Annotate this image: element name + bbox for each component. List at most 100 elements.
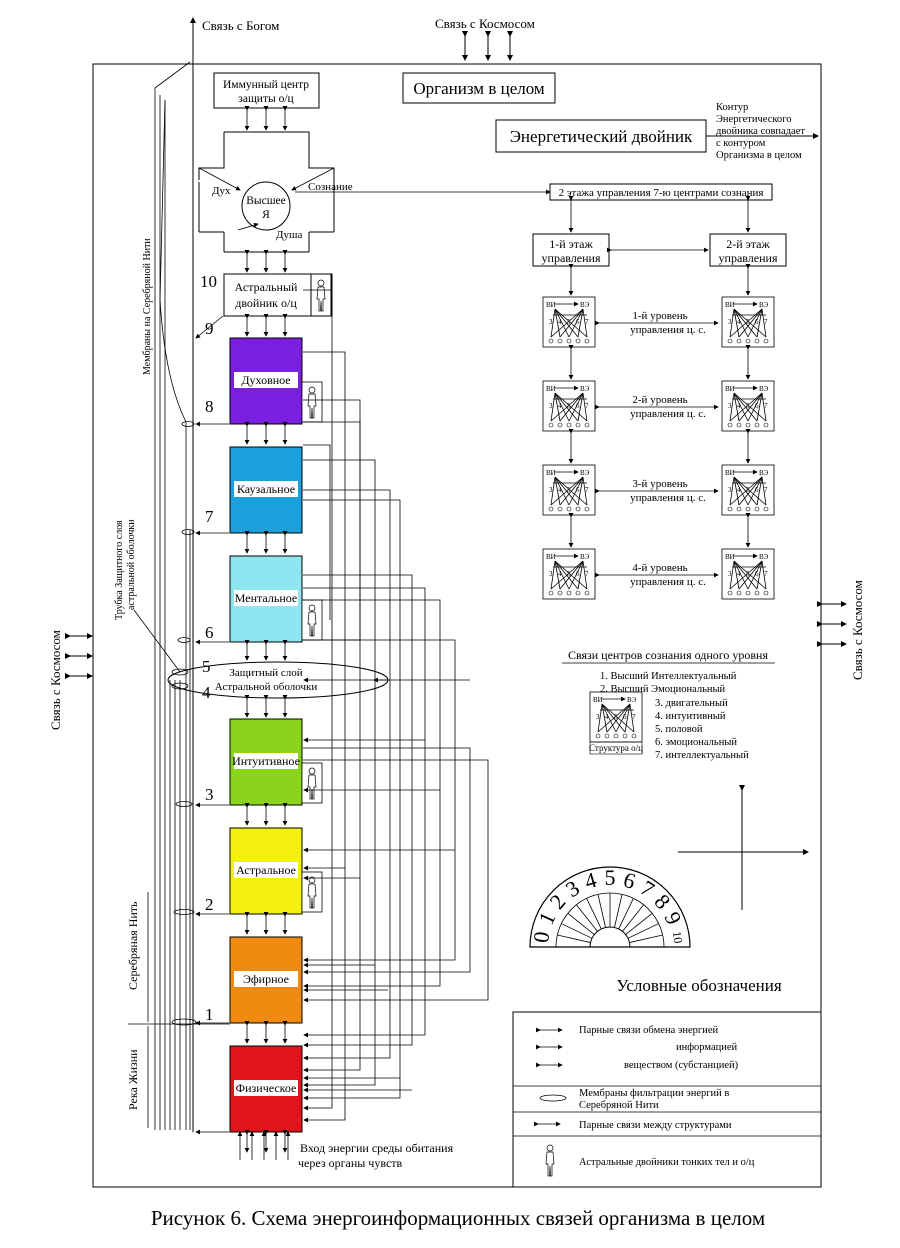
cosmos-left-arrows <box>65 633 93 679</box>
level3-right-vi-label: ВИ <box>725 469 735 477</box>
floor1-line1: 1-й этаж <box>549 237 593 251</box>
level3-right-ve-label: ВЭ <box>759 469 769 477</box>
tube-side-label-1: Трубка Защитного слоя <box>114 520 125 620</box>
level1-right-num-4: 4 <box>737 318 741 326</box>
level2-left-vi-label: ВИ <box>546 385 556 393</box>
body-6-label: Эфирное <box>243 972 289 986</box>
legend-structure-num-4: 4 <box>605 713 609 721</box>
astral-double-line1: Астральный <box>235 280 298 294</box>
level4-right-ve-label: ВЭ <box>759 553 769 561</box>
figure-caption: Рисунок 6. Схема энергоинформационных св… <box>151 1206 765 1230</box>
control-level-2-subtitle: управления ц. с. <box>630 408 706 420</box>
centers-legend-title: Связи центров сознания одного уровня <box>568 648 768 662</box>
legend-double-figure-icon <box>545 1144 555 1177</box>
level4-right-num-7: 7 <box>764 570 768 578</box>
level1-right-vi-label: ВИ <box>725 301 735 309</box>
level3-left-num-5: 5 <box>567 486 571 494</box>
legend-structure-num-3: 3 <box>596 713 600 721</box>
level3-left-num-7: 7 <box>585 486 589 494</box>
legend-structure-num-6: 6 <box>623 713 627 721</box>
control-level-4-subtitle: управления ц. с. <box>630 576 706 588</box>
level4-right-vi-label: ВИ <box>725 553 735 561</box>
floor1-line2: управления <box>542 251 601 265</box>
level3-right-num-3: 3 <box>728 486 732 494</box>
higher-self-label: Высшее <box>246 195 286 207</box>
level1-right-num-7: 7 <box>764 318 768 326</box>
level3-left-num-4: 4 <box>558 486 562 494</box>
floor2-line1: 2-й этаж <box>726 237 770 251</box>
body-4-label: Интуитивное <box>232 754 300 768</box>
body-7-label: Физическое <box>236 1081 297 1095</box>
sensory-input-line2: через органы чувств <box>298 1156 403 1170</box>
level4-left-num-4: 4 <box>558 570 562 578</box>
protective-layer-line1: Защитный слой <box>229 667 302 679</box>
level2-right-num-4: 4 <box>737 402 741 410</box>
centers-item-2: 2. Высший Эмоциональный <box>600 684 726 695</box>
legend-structure-ve-label: ВЭ <box>627 696 637 704</box>
svg-text:4. интуитивный: 4. интуитивный <box>655 711 726 722</box>
astral-double-arrows <box>244 314 288 337</box>
svg-text:двойника совпадает: двойника совпадает <box>716 126 805 137</box>
legend-exchange: Парные связи обмена энергией <box>579 1025 718 1036</box>
svg-text:Организма в целом: Организма в целом <box>716 150 802 161</box>
level1-left-vi-label: ВИ <box>546 301 556 309</box>
level-number-1: 1 <box>205 1005 214 1024</box>
soul-label: Душа <box>276 229 302 241</box>
control-level-3-title: 3-й уровень <box>632 478 687 490</box>
level4-left-num-6: 6 <box>576 570 580 578</box>
legend-structures: Парные связи между структурами <box>579 1120 732 1131</box>
consciousness-label: Сознание <box>308 181 353 193</box>
legend-information: информацией <box>676 1042 738 1053</box>
control-level-3-subtitle: управления ц. с. <box>630 492 706 504</box>
cosmos-top-label: Связь с Космосом <box>435 16 535 31</box>
cosmos-top-arrows <box>462 31 513 61</box>
spirit-label: Дух <box>212 185 231 197</box>
level2-right-ve-label: ВЭ <box>759 385 769 393</box>
level1-left-num-5: 5 <box>567 318 571 326</box>
level4-left-num-7: 7 <box>585 570 589 578</box>
astral-double-line2: двойник о/ц <box>235 296 297 310</box>
protective-layer-line2: Астральной оболочки <box>215 681 318 693</box>
level1-right-ve-label: ВЭ <box>759 301 769 309</box>
level-number-8: 8 <box>205 397 214 416</box>
svg-text:3. двигательный: 3. двигательный <box>655 698 728 709</box>
level3-right-num-6: 6 <box>755 486 759 494</box>
membranes <box>171 421 197 1026</box>
immune-arrows <box>244 106 288 131</box>
level2-right-num-3: 3 <box>728 402 732 410</box>
higher-self-label-2: Я <box>262 209 270 221</box>
inter-body-links <box>303 289 489 1123</box>
body-3-label: Ментальное <box>235 591 297 605</box>
level-number-7: 7 <box>205 507 214 526</box>
svg-text:7. интеллектуальный: 7. интеллектуальный <box>655 750 749 761</box>
level4-left-num-3: 3 <box>549 570 553 578</box>
level3-right-num-5: 5 <box>746 486 750 494</box>
control-level-1-title: 1-й уровень <box>632 310 687 322</box>
centers-item-list: 3. двигательный 4. интуитивный 5. полово… <box>655 698 749 761</box>
cosmos-right-arrows <box>817 601 847 647</box>
silver-thread-label: Серебряная Нить <box>126 901 140 990</box>
level4-right-num-6: 6 <box>755 570 759 578</box>
floor2-line2: управления <box>719 251 778 265</box>
body-2-label: Каузальное <box>237 482 295 496</box>
legend-structure-num-5: 5 <box>614 713 618 721</box>
dial-digit-0: 0 <box>528 930 554 944</box>
level4-right-num-3: 3 <box>728 570 732 578</box>
level2-left-num-7: 7 <box>585 402 589 410</box>
legend-structure-vi-label: ВИ <box>593 696 603 704</box>
level2-left-num-5: 5 <box>567 402 571 410</box>
legend-title: Условные обозначения <box>616 976 781 995</box>
level3-right-num-7: 7 <box>764 486 768 494</box>
body-1-label: Духовное <box>241 373 290 387</box>
legend-substance: веществом (субстанцией) <box>624 1060 739 1071</box>
level-number-2: 2 <box>205 895 214 914</box>
level-number-9: 9 <box>205 319 214 338</box>
axes-cross <box>678 785 809 910</box>
level2-right-vi-label: ВИ <box>725 385 735 393</box>
centers-item-1: 1. Высший Интеллектуальный <box>600 671 737 682</box>
river-of-life-label: Река Жизни <box>126 1049 140 1110</box>
